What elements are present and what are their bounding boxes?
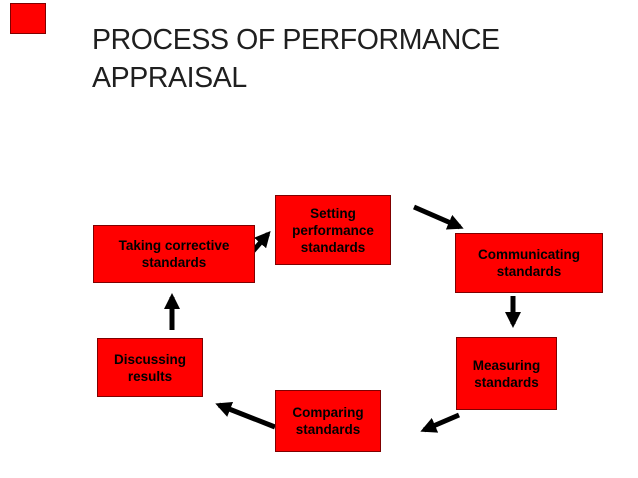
arrow-comparing-to-discussing	[215, 401, 276, 430]
node-label: Comparing standards	[292, 405, 364, 437]
arrow-setting-to-communicating	[413, 204, 464, 230]
node-label: Setting performance standards	[292, 205, 374, 255]
node-discussing-results: Discussing results	[97, 338, 203, 397]
arrow-measuring-to-comparing	[420, 412, 460, 433]
node-label: Measuring standards	[472, 357, 541, 390]
node-label: Taking corrective standards	[118, 238, 230, 270]
node-setting-performance-standards: Setting performance standards	[275, 195, 391, 265]
node-label: Discussing results	[113, 351, 187, 384]
node-taking-corrective-standards: Taking corrective standards	[93, 225, 255, 283]
page-title: PROCESS OF PERFORMANCE APPRAISAL	[92, 24, 500, 94]
node-measuring-standards: Measuring standards	[456, 337, 557, 410]
node-comparing-standards: Comparing standards	[275, 390, 381, 452]
node-communicating-standards: Communicating standards	[455, 233, 603, 293]
corner-red-rectangle	[10, 3, 46, 34]
node-label: Communicating standards	[477, 247, 580, 279]
